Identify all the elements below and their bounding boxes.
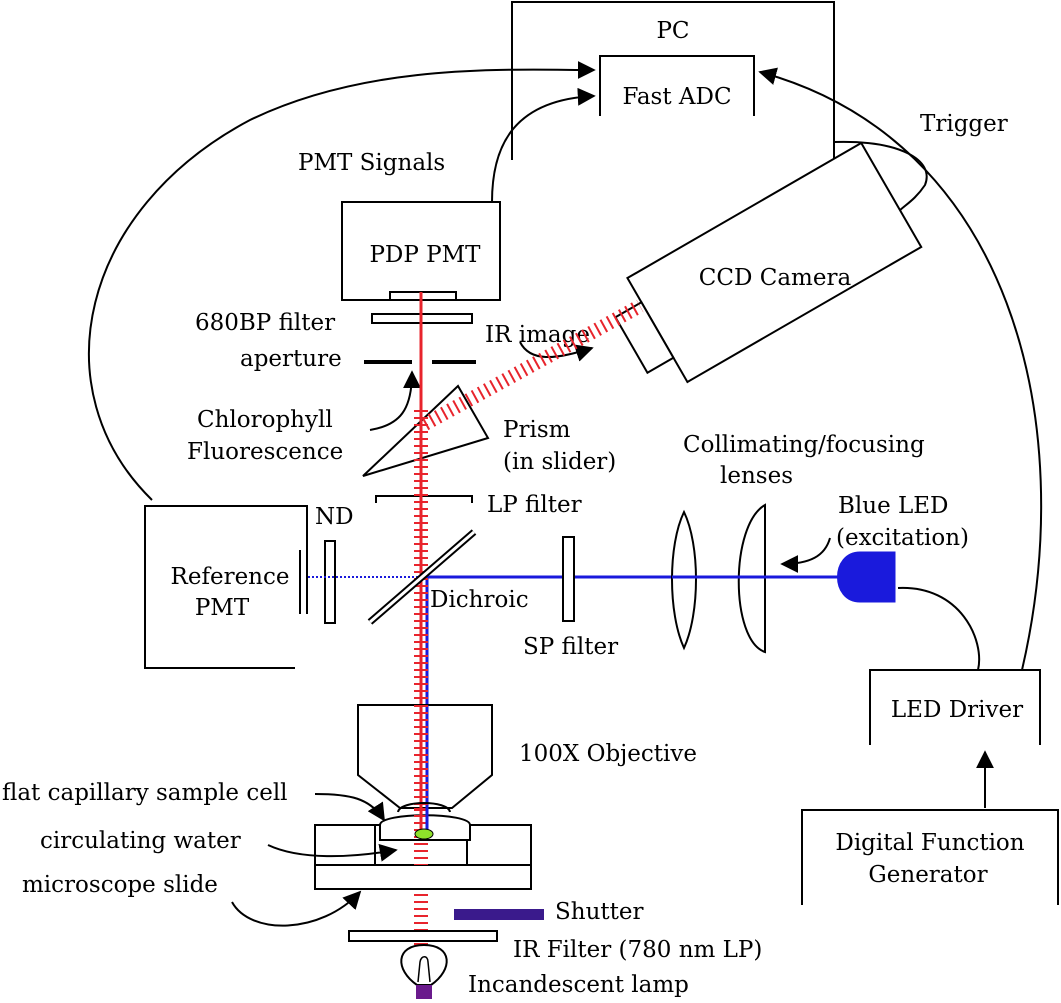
microscope-slide-arrow (231, 890, 362, 927)
dichroic-mirror (369, 530, 475, 624)
dichroic-label: Dichroic (430, 587, 529, 613)
ir-image-label: IR image (485, 322, 590, 348)
sp-filter (562, 536, 575, 622)
lamp-bulb (400, 943, 448, 986)
pc-label: PC (656, 18, 689, 44)
reference-pmt-box (144, 505, 308, 669)
chlorophyll-arrow (369, 370, 421, 431)
shutter-label: Shutter (555, 899, 643, 925)
blue-led-label-line2: (excitation) (836, 525, 969, 551)
microscope-slide-label: microscope slide (22, 872, 218, 898)
pc-box (511, 1, 835, 160)
pdp-pmt-signal-wire (491, 87, 596, 203)
ir-image-beam (421, 299, 644, 431)
ccd-camera-wire (833, 140, 928, 213)
blue-led-label-line1: Blue LED (838, 493, 949, 519)
ccd-camera-label: CCD Camera (699, 265, 852, 291)
ir-image-arrow (519, 341, 594, 362)
led-driver-box (869, 669, 1041, 745)
ir-filter-label: IR Filter (780 nm LP) (513, 937, 762, 963)
circulating-water-label: circulating water (40, 828, 241, 854)
circulating-water-arrow (267, 843, 398, 862)
trigger-wire (758, 67, 1043, 671)
flat-capillary-label: flat capillary sample cell (2, 780, 288, 806)
reference-pmt-gap (295, 614, 309, 670)
ir-filter (348, 930, 498, 942)
ccd-camera (614, 141, 923, 384)
reference-pmt-label-line1: Reference (171, 564, 290, 590)
ccd-camera-lens (614, 300, 675, 375)
shutter (454, 909, 544, 920)
lamp-base (416, 985, 432, 999)
function-generator-label-line1: Digital Function (835, 830, 1024, 856)
prism-label-line1: Prism (503, 417, 571, 443)
objective-label: 100X Objective (519, 741, 697, 767)
ccd-camera-body (626, 141, 923, 384)
blue-led (837, 551, 896, 603)
nd-label: ND (315, 504, 354, 530)
chlorophyll-label-line2: Fluorescence (187, 439, 343, 465)
led-driver-label: LED Driver (891, 697, 1023, 723)
function-generator-box (801, 809, 1059, 905)
pmt-signals-label: PMT Signals (298, 150, 445, 176)
microscope-slide (314, 864, 532, 890)
reference-pmt-signal-wire (87, 60, 596, 501)
pmt-window (389, 291, 457, 300)
bp-filter-label: 680BP filter (195, 310, 335, 336)
collimating-lens-1 (671, 509, 697, 651)
incandescent-lamp (400, 943, 448, 999)
aperture-label: aperture (240, 346, 342, 372)
reference-pmt-label-line2: PMT (195, 595, 250, 621)
lamp-filament (417, 956, 431, 983)
flat-capillary-arrow (314, 793, 385, 822)
blue-led-arrow (780, 537, 831, 573)
capillary-sample-cell (379, 814, 471, 841)
trigger-label: Trigger (920, 111, 1008, 137)
nd-filter (324, 540, 336, 624)
collimating-label-line2: lenses (720, 463, 793, 489)
lamp-label: Incandescent lamp (468, 972, 689, 998)
objective-body (357, 704, 493, 809)
collimating-label-line1: Collimating/focusing (683, 432, 925, 458)
pdp-pmt-label: PDP PMT (369, 242, 481, 268)
sample-spot (414, 828, 434, 840)
fast-adc-label: Fast ADC (622, 84, 731, 110)
function-generator-label-line2: Generator (868, 862, 987, 888)
sp-filter-label: SP filter (523, 634, 618, 660)
led-driver-wire (897, 586, 981, 671)
fast-adc-box (599, 55, 755, 116)
objective-lens-tip (397, 802, 451, 813)
lp-filter-label: LP filter (487, 492, 582, 518)
chlorophyll-label-line1: Chlorophyll (197, 407, 333, 433)
prism-label-line2: (in slider) (503, 449, 616, 475)
pdp-pmt-box (341, 201, 501, 301)
